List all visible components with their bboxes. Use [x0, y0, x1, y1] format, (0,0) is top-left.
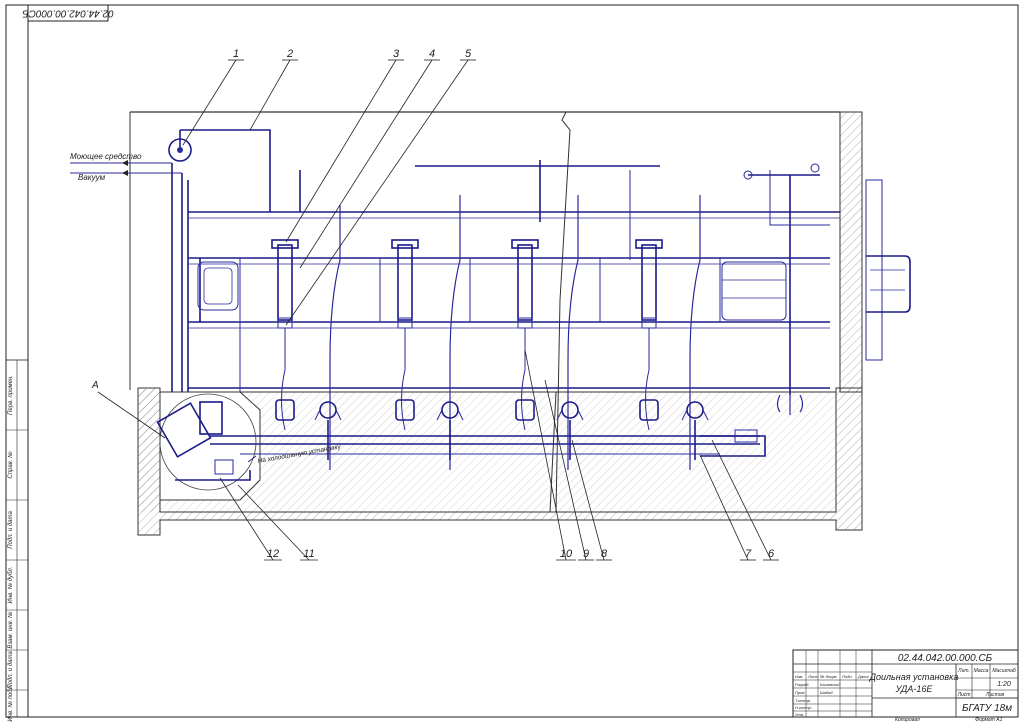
stamp-scale: 1:20 — [997, 681, 1011, 688]
callout-5: 5 — [465, 48, 472, 60]
stamp-row-list: Лист — [807, 674, 819, 679]
stamp-row-tkontr: Т.контр. — [795, 698, 811, 703]
stamp-doc-code: 02.44.042.00.000.СБ — [898, 653, 993, 664]
side-strip-text-4: Взам. инв. № — [7, 611, 14, 649]
side-strip-text-1: Справ. № — [7, 451, 14, 479]
view-letter: А — [91, 380, 99, 391]
milking-station-1 — [271, 205, 342, 470]
stamp-col-scale: Масштаб — [992, 668, 1016, 674]
doc-code-box: 02.44.042.00.000СБ — [22, 4, 114, 22]
stamp-row-izm: Изм. — [795, 674, 804, 679]
callout-1: 1 — [233, 48, 239, 60]
stamp-row-razrab: Разраб. — [795, 682, 809, 687]
stamp-sheet-label: Лист — [957, 692, 971, 698]
title-block: 02.44.042.00.000.СБ Доильная установка У… — [792, 649, 1019, 723]
milk-receiver-unit — [156, 393, 257, 491]
callout-11: 11 — [303, 548, 314, 560]
side-strip-text-2: Подп. и дата — [8, 511, 14, 549]
callout-6: 6 — [768, 548, 775, 560]
pipelines — [70, 129, 840, 457]
side-strip-text-6: Инв. № подл. — [7, 684, 14, 721]
stamp-row-nkontr: Н.контр. — [795, 705, 812, 710]
stamp-col-mass: Масса — [974, 668, 989, 674]
stamp-row-utv: Утв. — [795, 712, 804, 717]
callouts: 1 2 3 4 5 6 7 8 9 10 — [182, 48, 779, 561]
callout-8: 8 — [601, 548, 608, 560]
side-strip-text-5: Подп. и дата — [8, 651, 14, 689]
stamp-format: Формат A1 — [975, 717, 1003, 723]
side-strip-text-3: Инв. № дубл. — [7, 567, 14, 604]
stamp-col-lit: Лит. — [957, 668, 970, 674]
milking-station-3 — [511, 195, 584, 470]
callout-12: 12 — [267, 548, 279, 560]
stamp-title-line1: Доильная установка — [869, 672, 959, 682]
stamp-copied: Копировал — [895, 717, 920, 723]
stamp-row-ndoc: № докум. — [820, 674, 838, 679]
side-strip: Перв. примен. Справ. № Подп. и дата Инв.… — [5, 359, 29, 722]
vacuum-label: Вакуум — [78, 173, 106, 182]
callout-3: 3 — [393, 48, 400, 60]
stamp-row-podp: Подп. — [842, 674, 853, 679]
doc-code-rotated: 02.44.042.00.000СБ — [22, 7, 114, 18]
stamp-title-line2: УДА-16Е — [895, 684, 934, 694]
callout-7: 7 — [745, 548, 752, 560]
stamp-row-data: Дата — [857, 674, 869, 679]
side-strip-text-0: Перв. примен. — [8, 375, 14, 415]
callout-10: 10 — [560, 548, 573, 560]
detergent-label: Моющее средство — [70, 152, 142, 161]
stamp-row-prov: Пров. — [795, 690, 806, 695]
stamp-name-2: Шабад — [820, 690, 833, 695]
building-section — [129, 111, 863, 536]
callout-2: 2 — [286, 48, 293, 60]
stamp-org: БГАТУ 18м — [962, 703, 1012, 714]
milking-station-4 — [635, 195, 709, 470]
callout-4: 4 — [429, 48, 435, 60]
milking-station-2 — [391, 195, 464, 470]
stall-frames — [197, 163, 911, 415]
stamp-name-1: Кашевский — [820, 682, 841, 687]
callout-9: 9 — [583, 548, 589, 560]
vacuum-tank — [168, 138, 192, 162]
stamp-sheets-label: Листов — [985, 692, 1005, 698]
